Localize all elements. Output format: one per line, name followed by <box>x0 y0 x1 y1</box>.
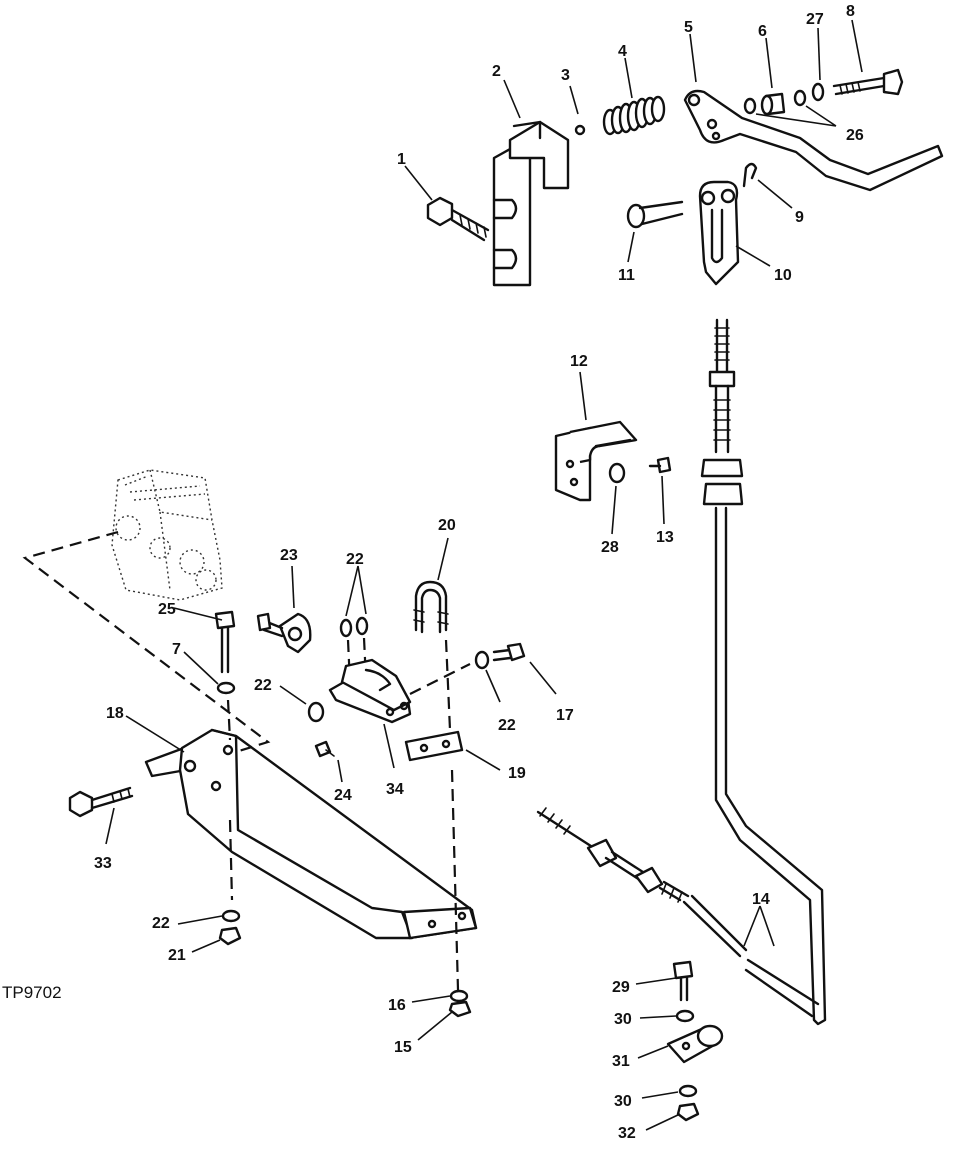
plate-19 <box>404 730 464 762</box>
screw-24 <box>314 740 335 758</box>
washer-16 <box>449 989 469 1003</box>
callout-34: 34 <box>386 781 404 798</box>
alignment-line-34 <box>409 663 471 695</box>
callout-22-left: 22 <box>254 677 272 694</box>
callout-25: 25 <box>158 601 176 618</box>
callout-8: 8 <box>846 3 855 20</box>
screw-13 <box>648 456 672 474</box>
callout-22-right: 22 <box>498 717 516 734</box>
alignment-line-25 <box>226 699 234 901</box>
callout-4: 4 <box>618 43 627 60</box>
alignment-line-valve <box>22 530 271 762</box>
leader-lines <box>105 19 863 1131</box>
callout-3: 3 <box>561 67 570 84</box>
nut-32 <box>676 1102 700 1122</box>
callout-21: 21 <box>168 947 186 964</box>
alignment-line-22 <box>346 637 368 685</box>
callout-29: 29 <box>612 979 630 996</box>
callout-18: 18 <box>106 705 124 722</box>
control-cable <box>700 318 827 1026</box>
lever-5 <box>683 89 944 192</box>
bolt-29 <box>672 960 694 1002</box>
bracket-2 <box>492 120 570 287</box>
callout-33: 33 <box>94 855 112 872</box>
washer-7 <box>216 681 236 695</box>
callout-22-pair: 22 <box>346 551 364 568</box>
alignment-line-20 <box>444 639 460 991</box>
callout-1: 1 <box>397 151 406 168</box>
bolt-8 <box>832 68 904 96</box>
bolt-25 <box>214 610 236 674</box>
washer-26b <box>793 89 807 107</box>
washer-30b <box>678 1084 698 1098</box>
callout-14: 14 <box>752 891 770 908</box>
callout-17: 17 <box>556 707 574 724</box>
callout-labels: 1 2 3 4 5 6 27 8 26 9 11 10 12 28 13 14 … <box>94 3 864 1142</box>
valve-block-outline <box>111 469 223 601</box>
washer-22a <box>339 618 353 638</box>
callout-16: 16 <box>388 997 406 1014</box>
bushing-6 <box>760 92 786 116</box>
control-cable-lower <box>536 807 820 1018</box>
callout-31: 31 <box>612 1053 630 1070</box>
figure-code: TP9702 <box>2 983 62 1002</box>
callout-23: 23 <box>280 547 298 564</box>
bolt-17 <box>492 642 526 662</box>
u-bolt-20 <box>413 580 449 634</box>
callout-26: 26 <box>846 127 864 144</box>
callout-9: 9 <box>795 209 804 226</box>
clevis-10 <box>698 180 740 286</box>
callout-22-bottom: 22 <box>152 915 170 932</box>
callout-20: 20 <box>438 517 456 534</box>
washer-22-left <box>221 909 241 923</box>
pivot-23 <box>256 612 312 654</box>
washer-30a <box>675 1009 695 1023</box>
washer-22-right <box>474 650 490 670</box>
callout-13: 13 <box>656 529 674 546</box>
bolt-33 <box>68 786 134 818</box>
callout-28: 28 <box>601 539 619 556</box>
callout-15: 15 <box>394 1039 412 1056</box>
callout-27: 27 <box>806 11 824 28</box>
callout-6: 6 <box>758 23 767 40</box>
bolt-1 <box>426 196 490 242</box>
washer-22b <box>355 616 369 636</box>
callout-30-top: 30 <box>614 1011 632 1028</box>
callout-32: 32 <box>618 1125 636 1142</box>
callout-5: 5 <box>684 19 693 36</box>
cotter-pin-9 <box>742 162 758 188</box>
callout-7: 7 <box>172 641 181 658</box>
washer-28 <box>608 462 626 484</box>
callout-19: 19 <box>508 765 526 782</box>
bracket-12 <box>554 420 638 502</box>
callout-2: 2 <box>492 63 501 80</box>
washer-27 <box>811 82 825 102</box>
washer-3 <box>574 124 586 136</box>
arm-18 <box>144 728 478 940</box>
nut-21 <box>218 926 242 946</box>
nut-15 <box>448 1000 472 1018</box>
spring-4 <box>602 95 666 136</box>
washer-26a <box>743 97 757 115</box>
callout-12: 12 <box>570 353 588 370</box>
clamp-31 <box>666 1024 724 1064</box>
washer-22-side <box>307 701 325 723</box>
bracket-34 <box>328 658 412 724</box>
callout-10: 10 <box>774 267 792 284</box>
callout-11: 11 <box>618 267 635 284</box>
callout-30-bottom: 30 <box>614 1093 632 1110</box>
callout-24: 24 <box>334 787 352 804</box>
pin-11 <box>626 200 684 229</box>
